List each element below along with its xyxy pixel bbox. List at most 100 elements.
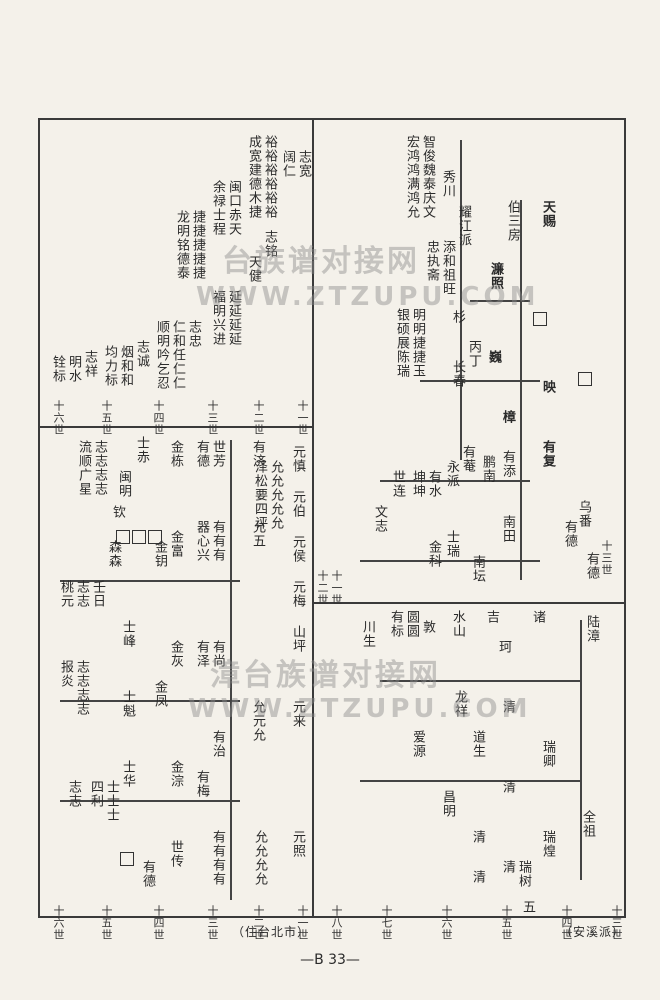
name-column: 金钥	[152, 540, 167, 568]
name-column: 樟	[500, 410, 515, 424]
name-column: 添和祖旺	[440, 240, 455, 296]
watermark-url: WWW.ZTZUPU.COM	[188, 694, 532, 724]
name-column: 泽松要四评	[252, 460, 267, 530]
name-column: 忠执斋	[424, 240, 439, 282]
name-column: 金灰	[168, 640, 183, 668]
name-column: 映	[540, 380, 555, 394]
unknown-box	[116, 530, 130, 544]
name-column: 元慎	[290, 445, 305, 473]
name-column: 成宽建德木捷	[246, 135, 261, 219]
name-column: 清	[500, 700, 515, 714]
name-column: 元来	[290, 700, 305, 728]
watermark-text: 台族谱对接网	[222, 244, 420, 279]
name-column: 五	[520, 900, 535, 914]
name-column: 瑞煌	[540, 830, 555, 858]
name-column: 允允允允	[252, 830, 267, 886]
name-column: 捷捷捷捷捷	[190, 210, 205, 280]
name-column: 仁和任仁仁	[170, 320, 185, 390]
name-column: 丙丁	[466, 340, 481, 368]
name-column: 陆漳	[584, 615, 599, 643]
name-column: 元伯	[290, 490, 305, 518]
generation-label: 十二世	[252, 400, 265, 436]
link-line	[360, 780, 580, 782]
note-bottom-right: （安溪派）	[560, 925, 626, 939]
unknown-box	[533, 312, 547, 326]
link-line	[360, 560, 540, 562]
unknown-box	[132, 530, 146, 544]
generation-label: 十二世	[252, 905, 265, 941]
generation-label: 十三世	[610, 905, 623, 941]
watermark-text: 漳台族谱对接网	[210, 658, 441, 693]
generation-label: 十一世	[296, 905, 309, 941]
genealogy-frame	[38, 118, 626, 918]
name-column: 烟和和	[118, 345, 133, 387]
name-column: 昌明	[440, 790, 455, 818]
link-line	[380, 680, 580, 682]
watermark-url: WWW.ZTZUPU.COM	[196, 282, 540, 312]
name-column: 世连	[390, 470, 405, 498]
name-column: 珂	[496, 640, 511, 654]
name-column: 金凤	[152, 680, 167, 708]
name-column: 有水	[426, 470, 441, 498]
link-line	[60, 800, 240, 802]
name-column: 天健	[246, 255, 261, 283]
generation-label: 十五世	[500, 905, 513, 941]
name-column: 有泽	[194, 640, 209, 668]
name-column: 巍	[486, 350, 501, 364]
name-column: 士魁	[120, 690, 135, 718]
name-column: 有德	[194, 440, 209, 468]
name-column: 铨标	[50, 355, 65, 383]
right-divider	[314, 602, 626, 604]
generation-label: 十三世	[206, 400, 219, 436]
name-column: 清	[500, 860, 515, 874]
name-column: 清	[470, 870, 485, 884]
name-column: 乌番	[576, 500, 591, 528]
name-column: 元侯	[290, 535, 305, 563]
name-column: 杉	[450, 310, 465, 324]
name-column: 敦	[420, 620, 435, 634]
unknown-box	[578, 372, 592, 386]
name-column: 元照	[290, 830, 305, 858]
name-column: 森森	[106, 540, 121, 568]
generation-label: 十八世	[330, 905, 343, 941]
name-column: 志铭	[262, 230, 277, 258]
link-line	[230, 440, 232, 900]
name-column: 允元允	[250, 700, 265, 742]
name-column: 伯三房	[505, 200, 520, 242]
name-column: 永派	[444, 460, 459, 488]
name-column: 世传	[168, 840, 183, 868]
link-line	[380, 480, 530, 482]
name-column: 明水	[66, 355, 81, 383]
name-column: 闽口赤天	[226, 180, 241, 236]
name-column: 世芳	[210, 440, 225, 468]
name-column: 有添	[500, 450, 515, 478]
name-column: 坤坤	[410, 470, 425, 498]
name-column: 志忠	[186, 320, 201, 348]
name-column: 有复	[540, 440, 555, 468]
generation-label: 十六世	[52, 400, 65, 436]
left-divider	[38, 426, 314, 428]
name-column: 圆圆	[404, 610, 419, 638]
name-column: 宏鸿鸿满鸿允	[404, 135, 419, 219]
name-column: 瑞卿	[540, 740, 555, 768]
link-line	[460, 140, 462, 460]
generation-label: 十三世	[600, 540, 613, 576]
name-column: 龙祥	[452, 690, 467, 718]
link-line	[580, 620, 582, 880]
name-column: 瑞树	[516, 860, 531, 888]
name-column: 士赤	[134, 436, 149, 464]
generation-label: 十二世	[316, 570, 329, 606]
name-column: 智俊魏泰庆文	[420, 135, 435, 219]
name-column: 鹏南	[480, 455, 495, 483]
name-column: 士瑞	[444, 530, 459, 558]
name-column: 山坪	[290, 625, 305, 653]
generation-label: 十七世	[380, 905, 393, 941]
link-line	[420, 380, 540, 382]
name-column: 士峰	[120, 620, 135, 648]
generation-label: 十一世	[296, 400, 309, 436]
link-line	[60, 580, 240, 582]
name-column: 壬日	[90, 580, 105, 608]
name-column: 志祥	[82, 350, 97, 378]
name-column: 闽明	[116, 470, 131, 498]
link-line	[520, 200, 522, 580]
